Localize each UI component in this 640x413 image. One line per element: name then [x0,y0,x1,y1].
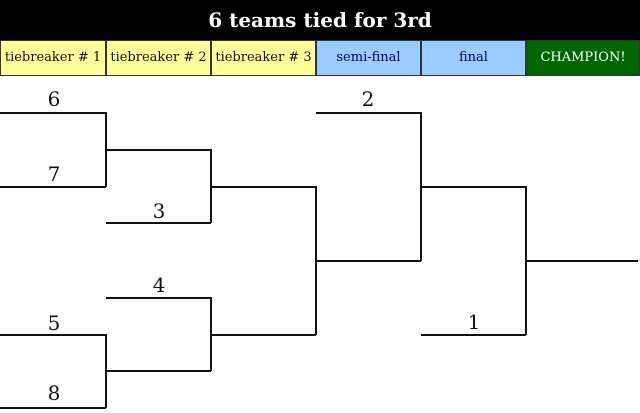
seed-label-6: 6 [48,87,61,111]
seed-label-8: 8 [48,381,61,405]
seed-label-3: 3 [153,199,166,223]
bracket-slot-semi-final-winner [421,186,527,335]
seed-label-2: 2 [362,87,375,111]
round-header-row: tiebreaker # 1 tiebreaker # 2 tiebreaker… [0,40,640,76]
round-header-semi-final: semi-final [316,40,421,76]
round-header-tiebreaker-1: tiebreaker # 1 [0,40,106,76]
seed-label-5: 5 [48,311,61,335]
seed-label-1: 1 [468,310,481,334]
seed-label-4: 4 [153,273,166,297]
bracket-slot-seed-5 [0,334,107,408]
round-header-final: final [421,40,526,76]
bracket-title: 6 teams tied for 3rd [0,0,640,40]
bracket-slot-seed-4 [106,297,212,371]
round-header-champion: CHAMPION! [526,40,640,76]
round-header-tiebreaker-2: tiebreaker # 2 [106,40,211,76]
bracket-slot-seed-2 [316,112,422,261]
round-header-tiebreaker-3: tiebreaker # 3 [211,40,316,76]
bracket-slot-seed-6 [0,112,107,187]
bracket-slot-winner-6-7 [106,149,212,223]
bracket-slot-winner-upper [211,186,317,335]
seed-label-7: 7 [48,162,61,186]
